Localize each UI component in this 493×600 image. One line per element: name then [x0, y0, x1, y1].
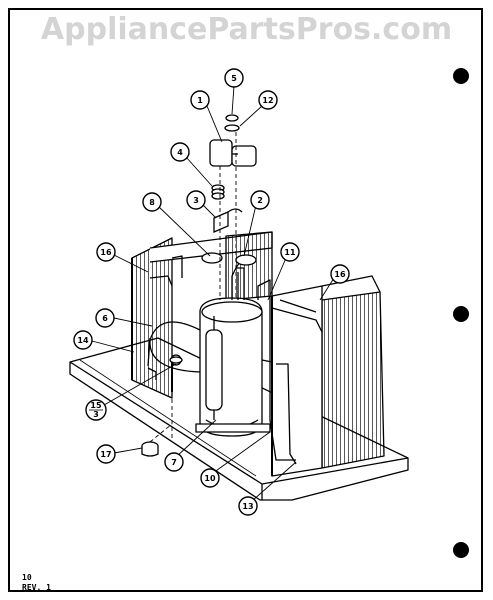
svg-text:16: 16	[334, 270, 346, 279]
svg-text:5: 5	[231, 74, 237, 83]
callout-2: 2	[250, 190, 270, 210]
callout-17: 17	[96, 444, 116, 464]
part-2	[235, 254, 257, 266]
svg-text:12: 12	[262, 96, 273, 105]
exploded-parts	[141, 114, 257, 457]
callout-5: 5	[224, 68, 244, 88]
part-3	[213, 211, 229, 233]
callout-1: 1	[190, 90, 210, 110]
svg-text:17: 17	[100, 450, 111, 459]
callout-10: 10	[200, 468, 220, 488]
assembly-lines	[149, 132, 237, 443]
svg-text:14: 14	[77, 336, 89, 345]
watermark: AppliancePartsPros.com	[40, 12, 453, 47]
callout-6: 6	[95, 308, 115, 328]
svg-text:6: 6	[102, 314, 108, 323]
svg-text:13: 13	[242, 502, 253, 511]
svg-text:3: 3	[193, 196, 199, 205]
callout-16-right: 16	[330, 264, 350, 284]
compressor	[195, 297, 271, 437]
part-1	[209, 139, 257, 167]
callout-16-left: 16	[96, 242, 116, 262]
svg-text:11: 11	[284, 248, 296, 257]
svg-text:3: 3	[93, 410, 99, 419]
part-4	[211, 184, 225, 200]
right-coil	[321, 291, 385, 469]
part-12	[224, 124, 240, 132]
binder-hole-top	[453, 68, 469, 84]
base-assembly	[69, 231, 409, 501]
binder-hole-bottom	[453, 542, 469, 558]
callout-7: 7	[164, 452, 184, 472]
callouts: 1 5 12 4 3 2 8	[73, 68, 350, 516]
callout-15-3: 15 3	[85, 399, 107, 421]
leader-lines	[91, 85, 335, 502]
part-15	[169, 356, 183, 364]
revision-label: REV. 1	[22, 583, 51, 592]
callout-3: 3	[186, 190, 206, 210]
callout-4: 4	[170, 142, 190, 162]
svg-text:4: 4	[177, 148, 183, 157]
svg-text:2: 2	[257, 196, 263, 205]
svg-text:15: 15	[90, 401, 102, 410]
svg-text:16: 16	[100, 248, 112, 257]
svg-text:8: 8	[149, 198, 155, 207]
callout-8: 8	[142, 192, 162, 212]
callout-13: 13	[238, 496, 258, 516]
svg-text:10: 10	[204, 474, 216, 483]
page-frame	[8, 8, 483, 592]
svg-text:1: 1	[197, 96, 203, 105]
callout-12: 12	[258, 90, 278, 110]
part-5	[225, 114, 239, 122]
callout-11: 11	[280, 242, 300, 262]
part-17	[141, 441, 159, 457]
page-number: 10	[22, 573, 32, 582]
binder-hole-middle	[453, 306, 469, 322]
callout-14: 14	[73, 330, 93, 350]
svg-text:7: 7	[171, 458, 177, 467]
